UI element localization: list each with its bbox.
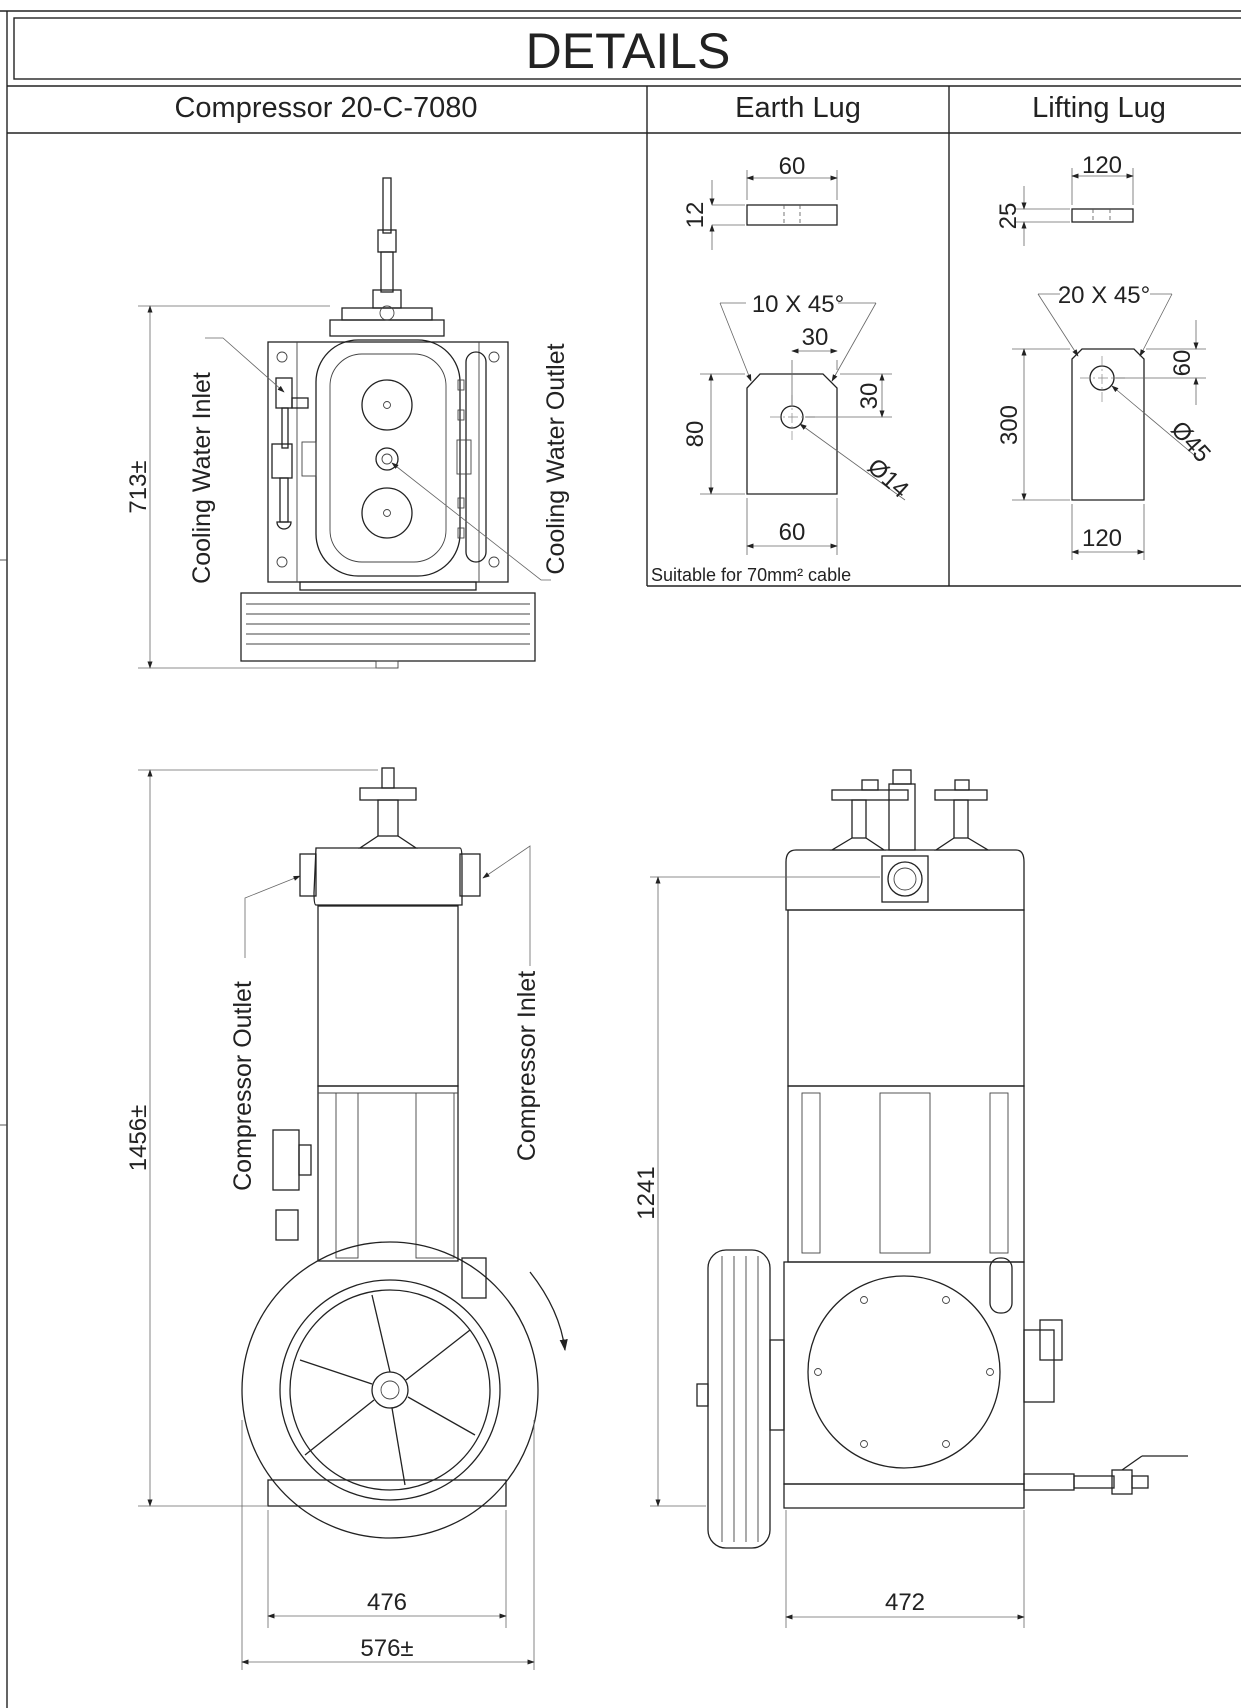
page-title: DETAILS	[526, 23, 731, 79]
compressor-front-view	[138, 767, 568, 1670]
compressor-top-view	[138, 177, 551, 669]
lifting-lug-width-top: 120	[1082, 152, 1122, 179]
compressor-side-view	[650, 769, 1188, 1628]
lifting-lug-width-bottom: 120	[1082, 525, 1122, 552]
lifting-lug-hole-offset-y: 60	[1169, 350, 1196, 377]
lifting-lug-chamfer: 20 X 45°	[1058, 282, 1150, 309]
label-compressor-outlet: Compressor Outlet	[229, 981, 257, 1191]
header-lifting-lug: Lifting Lug	[1032, 92, 1166, 124]
label-cooling-water-outlet: Cooling Water Outlet	[542, 343, 570, 574]
lifting-lug-thickness: 25	[995, 203, 1022, 230]
earth-lug-width-top: 60	[779, 153, 806, 180]
front-view-width-overall: 576±	[360, 1635, 413, 1662]
earth-lug-thickness: 12	[682, 202, 709, 229]
earth-lug-width-bottom: 60	[779, 519, 806, 546]
earth-lug-note: Suitable for 70mm² cable	[651, 565, 851, 585]
side-view-width-dim: 472	[885, 1589, 925, 1616]
earth-lug-hole-offset-x: 30	[802, 324, 829, 351]
lifting-lug-hole-dia: Ø45	[1165, 416, 1215, 468]
earth-lug-hole-offset-y: 30	[856, 383, 883, 410]
header-earth-lug: Earth Lug	[735, 92, 861, 124]
header-compressor: Compressor 20-C-7080	[174, 92, 477, 124]
front-view-height-dim: 1456±	[125, 1105, 152, 1172]
lifting-lug-height: 300	[996, 405, 1023, 445]
earth-lug-hole-dia: Ø14	[862, 453, 914, 503]
earth-lug-detail	[700, 170, 906, 555]
side-view-height-dim: 1241	[633, 1166, 660, 1219]
earth-lug-height: 80	[682, 421, 709, 448]
label-compressor-inlet: Compressor Inlet	[513, 971, 541, 1161]
top-view-height-dim: 713±	[125, 460, 152, 513]
earth-lug-chamfer: 10 X 45°	[752, 291, 844, 318]
lifting-lug-detail	[1012, 168, 1206, 560]
sheet-frame	[0, 10, 1241, 1708]
front-view-width-base: 476	[367, 1589, 407, 1616]
label-cooling-water-inlet: Cooling Water Inlet	[188, 372, 216, 584]
